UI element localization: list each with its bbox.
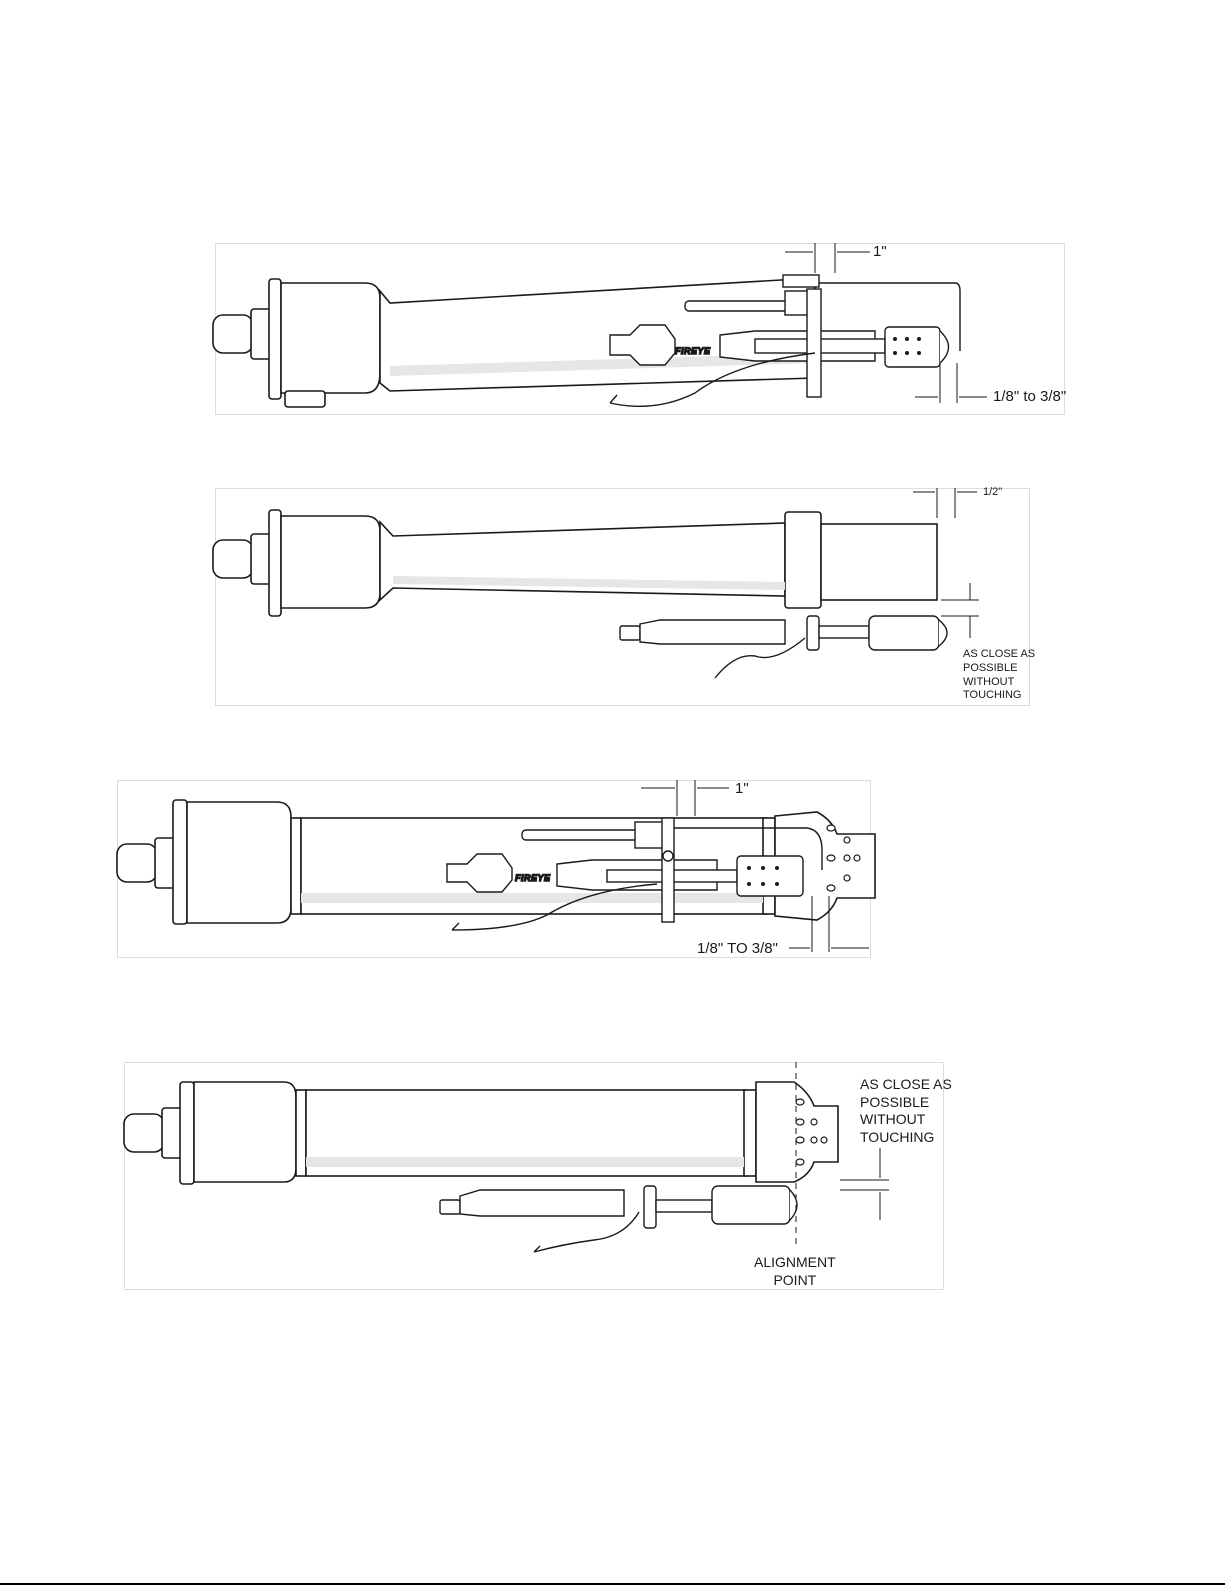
pilot-tip (940, 331, 949, 363)
inlet-cap (213, 540, 253, 578)
alignment-line: POINT (754, 1272, 836, 1290)
housing-body (281, 283, 380, 393)
threaded-collar (296, 1090, 306, 1176)
dim-gap-fig1: 1/8" to 3/8" (993, 388, 1066, 406)
cap-ring (162, 1108, 182, 1158)
figure-4-straight-tube-pilot-below: AS CLOSE AS POSSIBLE WITHOUT TOUCHING AL… (124, 1062, 944, 1290)
figure-2-drawing (215, 488, 1030, 706)
diffuser-cone (756, 1082, 838, 1182)
housing-body (187, 802, 291, 923)
inlet-cap (124, 1114, 164, 1152)
dim-half-inch-fig2: 1/2" (983, 486, 1002, 500)
pilot-assembly (620, 616, 947, 678)
inlet-cap (213, 315, 253, 353)
mounting-flange (269, 510, 281, 616)
pilot-tip (939, 620, 947, 646)
figure-3-straight-tube-with-pilot: FIREYE 1" 1/8" TO 3/8" (117, 780, 871, 958)
cap-ring (155, 838, 175, 888)
figure-2-tapered-tube-pilot-below: 1/2" AS CLOSE AS POSSIBLE WITHOUT TOUCHI… (215, 488, 1030, 706)
tube-extension (821, 524, 937, 600)
mounting-flange (173, 800, 187, 924)
mounting-flange (269, 279, 281, 399)
pilot-head (712, 1186, 790, 1224)
igniter-rod (685, 301, 795, 311)
brand-mark-fig1: FIREYE (675, 346, 711, 356)
threaded-collar-end (744, 1090, 756, 1176)
dim-one-inch-fig1: 1" (873, 243, 887, 261)
bottom-port (285, 391, 325, 407)
note-fig4: AS CLOSE AS POSSIBLE WITHOUT TOUCHING (860, 1076, 952, 1146)
cap-ring (251, 534, 271, 584)
threaded-collar (291, 818, 301, 914)
pilot-connector (440, 1200, 460, 1214)
pilot-tube (656, 1200, 712, 1212)
pilot-body (640, 620, 785, 644)
note-line: POSSIBLE (963, 662, 1035, 676)
figure-1-drawing: FIREYE (215, 243, 1065, 415)
lead-wire (534, 1212, 639, 1252)
mounting-flange (180, 1082, 194, 1184)
figure-1-tapered-tube-with-pilot: FIREYE 1" 1/8" to 3/ (215, 243, 1065, 415)
pilot-head (869, 616, 939, 650)
dim-gap-fig3: 1/8" TO 3/8" (697, 940, 778, 958)
igniter-rod (522, 830, 640, 840)
pilot-body (460, 1190, 624, 1216)
bracket-top (783, 275, 819, 287)
note-line: WITHOUT (860, 1111, 952, 1129)
pilot-clamp (807, 289, 821, 397)
brand-mark-fig3: FIREYE (515, 873, 551, 883)
pilot-head (737, 856, 803, 896)
pilot-assembly (440, 1186, 797, 1252)
note-line: TOUCHING (860, 1129, 952, 1147)
housing-body (194, 1082, 296, 1182)
dim-one-inch-fig3: 1" (735, 780, 749, 798)
alignment-point-label: ALIGNMENT POINT (754, 1254, 836, 1289)
note-fig2: AS CLOSE AS POSSIBLE WITHOUT TOUCHING (963, 648, 1035, 703)
pilot-clamp (644, 1186, 656, 1228)
note-line: POSSIBLE (860, 1094, 952, 1112)
note-line: AS CLOSE AS (860, 1076, 952, 1094)
pilot-head (885, 327, 940, 367)
note-line: AS CLOSE AS (963, 648, 1035, 662)
note-line: WITHOUT (963, 676, 1035, 690)
burner-assembly (124, 1082, 838, 1184)
tube-coupler (785, 512, 821, 608)
burner-assembly (213, 510, 937, 616)
inlet-cap (117, 844, 157, 882)
cap-ring (251, 309, 271, 359)
pilot-clamp (662, 818, 674, 922)
note-line: TOUCHING (963, 689, 1035, 703)
pilot-connector (620, 626, 640, 640)
figure-3-drawing: FIREYE (117, 780, 871, 958)
pilot-tube (819, 626, 869, 638)
igniter-holder (635, 822, 663, 848)
alignment-line: ALIGNMENT (754, 1254, 836, 1272)
housing-body (281, 516, 380, 608)
pilot-clamp (807, 616, 819, 650)
